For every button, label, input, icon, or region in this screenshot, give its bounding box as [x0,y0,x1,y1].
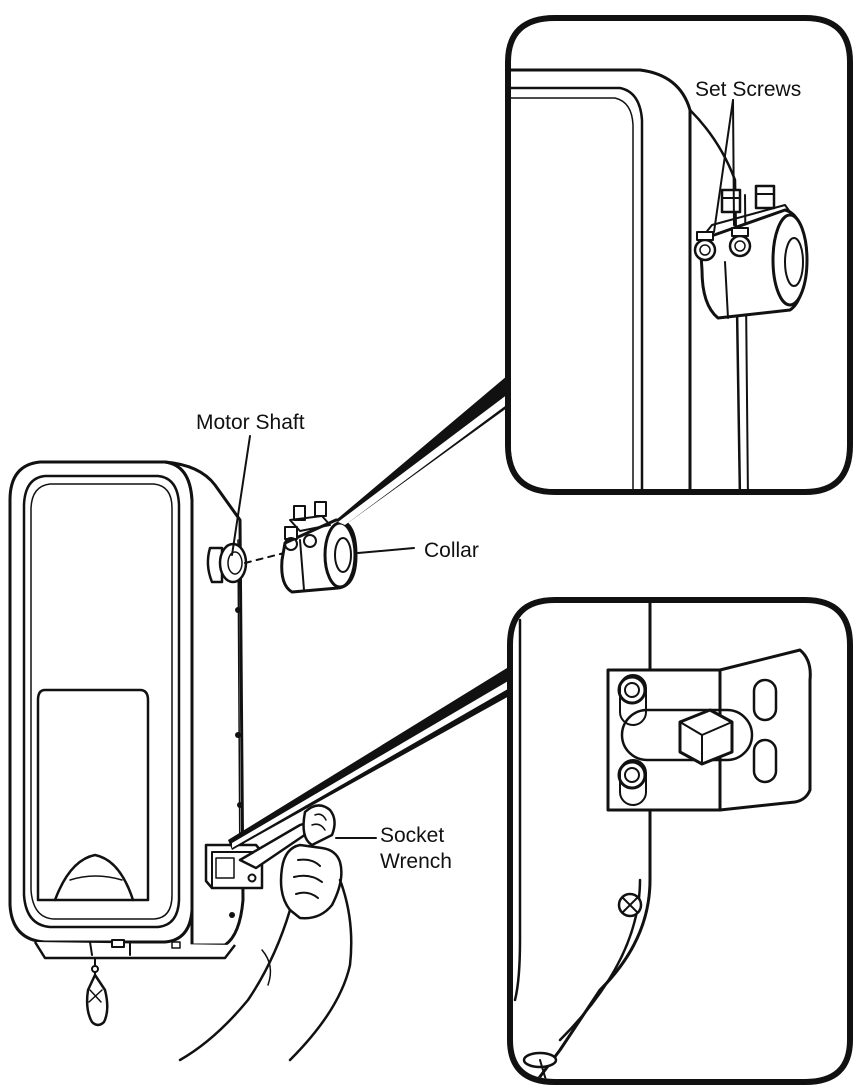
set-screws-zoom-callout: Set Screws [336,15,853,525]
opener-unit [8,435,293,1027]
hand-with-socket-wrench [178,804,353,1062]
collar-set-screws [284,501,331,551]
collar-label: Collar [424,539,479,562]
motor-shaft-label: Motor Shaft [196,411,305,434]
set-screws-label: Set Screws [695,78,801,101]
socket-wrench-label-line2: Wrench [380,850,452,873]
bracket-zoom-callout [228,597,853,1085]
socket-wrench-label-line1: Socket [380,824,444,847]
collar-part [280,501,415,594]
